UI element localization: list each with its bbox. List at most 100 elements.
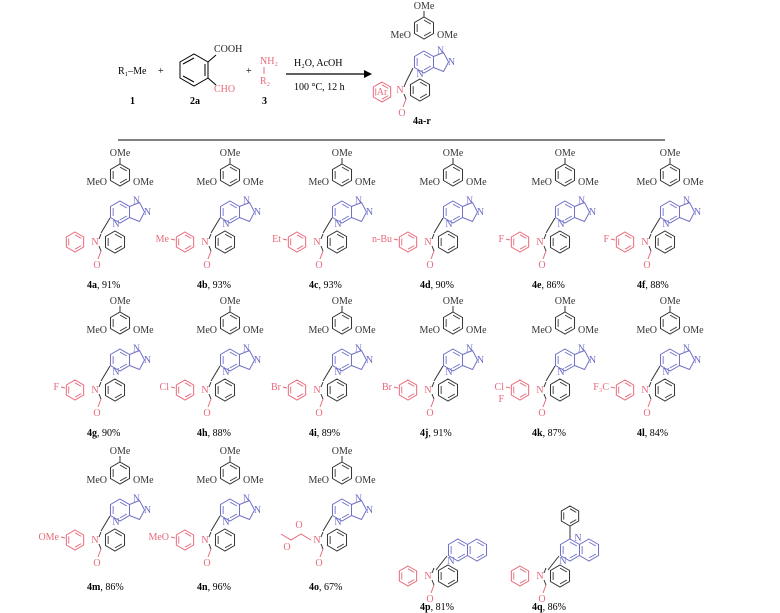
compound-id: 4a [87, 280, 97, 291]
trimethoxyphenyl-ring [219, 163, 241, 187]
compound-id: 4d [420, 280, 431, 291]
n-aryl-ring [175, 231, 195, 253]
n-atom: N [466, 344, 473, 355]
isoindolinone-n: N [424, 571, 431, 582]
n-aryl-ring [287, 231, 307, 253]
n-aryl-ring [398, 379, 418, 401]
compound-yield: , 89% [317, 428, 340, 439]
n-aryl-ring [615, 379, 635, 401]
triazole-ring [239, 201, 256, 223]
ome-label-right: OMe [683, 325, 704, 336]
compound-id: 4m [87, 582, 101, 593]
n-atom: N [254, 505, 261, 516]
meo-label: MeO [531, 177, 552, 188]
isoindolinone-n: N [91, 535, 98, 546]
ome-label-top: OMe [220, 148, 241, 159]
compound-id: 4l [637, 428, 645, 439]
substituent-label: n-Bu [372, 234, 392, 245]
n-aryl-ring [65, 379, 85, 401]
n-atom: N [334, 219, 341, 230]
n-atom: N [112, 219, 119, 230]
n-atom: N [144, 207, 151, 218]
carbonyl-o: O [643, 408, 650, 419]
ome-label-top: OMe [332, 148, 353, 159]
triazole-ring [433, 51, 450, 73]
reactant-3-label: 3 [262, 96, 267, 107]
compound-id: 4o [309, 582, 319, 593]
n-atom: N [243, 196, 250, 207]
n-atom: N [589, 207, 596, 218]
ome-label-right: OMe [683, 177, 704, 188]
n-atom: N [366, 207, 373, 218]
carbonyl-o: O [93, 260, 100, 271]
triazole-ring [462, 201, 479, 223]
triazole-ring [679, 201, 696, 223]
compound-id: 4b [197, 280, 208, 291]
heteroaryl-benzo-ring [466, 538, 488, 562]
isoindolinone-n: N [536, 237, 543, 248]
ome-label-top: OMe [660, 296, 681, 307]
meo-label: MeO [308, 177, 329, 188]
compound-label: 4e, 86% [532, 280, 565, 291]
substituent-label: Me [156, 234, 170, 245]
ome-label-right: OMe [578, 325, 599, 336]
isoindolinone-benzo-ring [104, 378, 126, 402]
n-aryl-ring [65, 231, 85, 253]
compound-yield: , 90% [97, 428, 120, 439]
ome-label-right: OMe [243, 177, 264, 188]
substituent-label: F [603, 234, 609, 245]
compound-yield: , 84% [645, 428, 668, 439]
n-aryl-ring [175, 379, 195, 401]
triazole-ring [129, 349, 146, 371]
reactant-2-cho: CHO [214, 84, 235, 95]
ome-label-right: OMe [243, 475, 264, 486]
ome-label-right: OMe [133, 177, 154, 188]
isoindolinone-benzo-ring [437, 230, 459, 254]
isoindolinone-n: N [641, 385, 648, 396]
compound-yield: , 87% [543, 428, 566, 439]
isoindolinone-n: N [91, 237, 98, 248]
n-atom: N [694, 355, 701, 366]
n-aryl-ring [615, 231, 635, 253]
carbonyl-o: O [315, 558, 322, 569]
carbonyl-o: O [315, 408, 322, 419]
isoindolinone-benzo-ring [654, 230, 676, 254]
n-atom: N [355, 196, 362, 207]
carbonyl-o: O [426, 594, 433, 605]
n-atom: N [144, 505, 151, 516]
reactant-3-r2: R₂ [260, 76, 270, 87]
isoindolinone-benzo-ring [214, 230, 236, 254]
compound-id: 4e [532, 280, 542, 291]
trimethoxyphenyl-ring [413, 16, 435, 40]
isoindolinone-n: N [201, 237, 208, 248]
n-atom: N [243, 494, 250, 505]
trimethoxyphenyl-ring [659, 163, 681, 187]
compound-label: 4n, 96% [197, 582, 231, 593]
ome-label-right: OMe [466, 177, 487, 188]
n-atom: N [559, 556, 566, 567]
n-atom: N [683, 196, 690, 207]
n-atom: N [416, 69, 423, 80]
isoindolinone-benzo-ring [326, 378, 348, 402]
conditions-line-1: H₂O, AcOH [294, 58, 342, 69]
substituent-label: OMe [38, 532, 59, 543]
carbonyl-o: O [315, 260, 322, 271]
isoindolinone-benzo-ring [549, 378, 571, 402]
isoindolinone-n: N [313, 535, 320, 546]
n-atom: N [222, 517, 229, 528]
compound-yield: , 88% [645, 280, 668, 291]
isoindolinone-n: N [201, 385, 208, 396]
n-atom: N [243, 344, 250, 355]
substituent-label: Cl [495, 382, 505, 393]
compound-id: 4j [420, 428, 428, 439]
n-aryl-ring [398, 231, 418, 253]
compound-id: 4f [637, 280, 646, 291]
isoindolinone-n: N [91, 385, 98, 396]
ome-label-right: OMe [355, 177, 376, 188]
